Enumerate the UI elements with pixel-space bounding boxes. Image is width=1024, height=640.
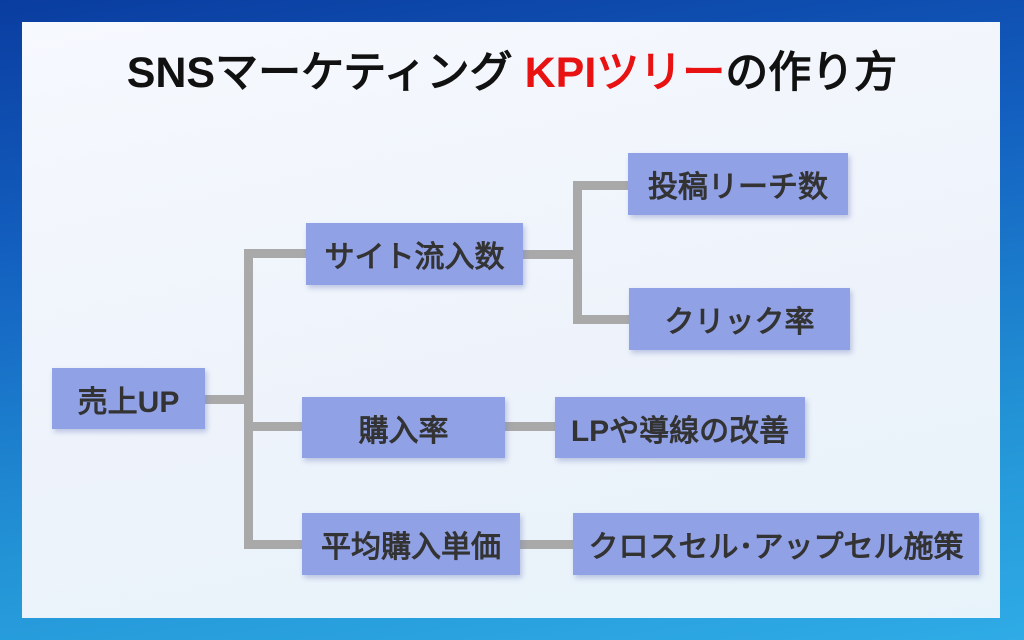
title-highlight: KPIツリー xyxy=(524,49,726,97)
title-part-3: の作り方 xyxy=(725,49,898,97)
connector-branch-avg-price xyxy=(244,540,302,549)
node-click-rate: クリック率 xyxy=(629,288,850,350)
connector-trunk-level1 xyxy=(244,249,253,549)
node-purchase-rate: 購入率 xyxy=(302,397,505,458)
node-post-reach: 投稿リーチ数 xyxy=(628,153,848,215)
connector-branch-purchase-rate xyxy=(244,422,302,431)
connector-trunk-level2 xyxy=(573,181,582,324)
connector-root-to-trunk xyxy=(205,395,249,404)
page-title: SNSマーケティング KPIツリーの作り方 xyxy=(0,38,1024,100)
node-lp-improvement: LPや導線の改善 xyxy=(555,397,805,458)
connector-branch-click-rate xyxy=(573,315,629,324)
connector-purchase-to-lp xyxy=(505,422,555,431)
node-avg-purchase-price: 平均購入単価 xyxy=(302,513,520,575)
node-cross-upsell: クロスセル･アップセル施策 xyxy=(573,513,979,575)
connector-site-to-trunk2 xyxy=(523,250,578,259)
title-part-1: SNSマーケティング xyxy=(126,49,525,97)
connector-branch-site-traffic xyxy=(244,249,306,258)
node-site-traffic: サイト流入数 xyxy=(306,223,523,285)
connector-avg-to-cross xyxy=(520,540,573,549)
node-sales-up: 売上UP xyxy=(52,368,205,429)
connector-branch-post-reach xyxy=(573,181,628,190)
